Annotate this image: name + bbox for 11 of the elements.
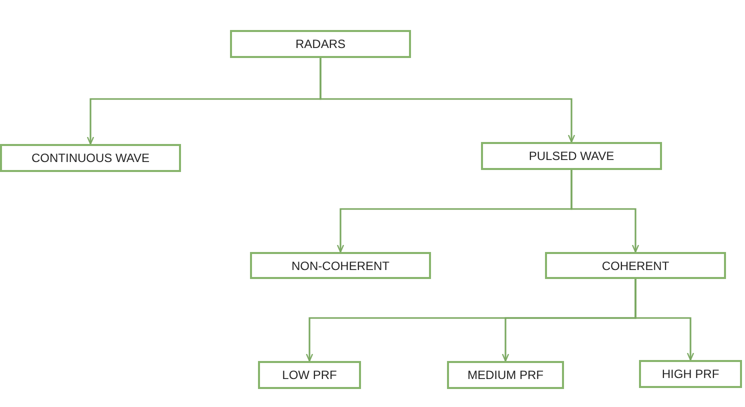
arrow [320, 58, 576, 143]
category-box: CONTINUOUS WAVE [0, 144, 181, 172]
category-box: PULSED WAVE [481, 142, 662, 170]
arrow [570, 170, 640, 253]
category-box: HIGH PRF [639, 360, 742, 388]
category-box: COHERENT [545, 252, 726, 279]
category-box: RADARS [230, 30, 411, 58]
arrow [634, 279, 694, 361]
category-box: MEDIUM PRF [447, 361, 564, 389]
category-box: NON-COHERENT [250, 252, 431, 279]
category-box: LOW PRF [258, 361, 361, 389]
